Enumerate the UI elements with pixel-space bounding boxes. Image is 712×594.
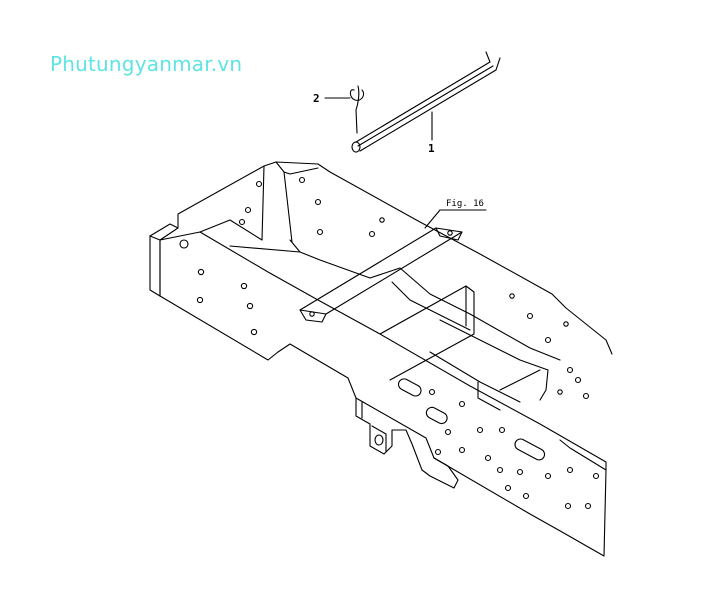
frame-front-end-plate [149,223,607,557]
pin-shaft-part [351,51,501,153]
callout-leaders [324,97,487,229]
bottom-bracket [355,397,459,489]
figure-reference-label: Fig. 16 [446,199,484,209]
frame-inner-floor [229,239,561,411]
front-plate-slots [397,378,546,461]
watermark-text: Phutungyanmar.vn [50,52,243,76]
side-plate-holes [428,388,600,510]
callout-label-1: 1 [428,142,435,155]
clip-pin-part [349,85,365,134]
rear-plate-holes [238,176,590,400]
callout-label-2: 2 [313,92,320,105]
frame-cross-plate [379,285,475,381]
frame-rear-side-plate [177,161,613,355]
end-plate-holes [179,239,258,336]
top-cross-bar [299,227,463,323]
